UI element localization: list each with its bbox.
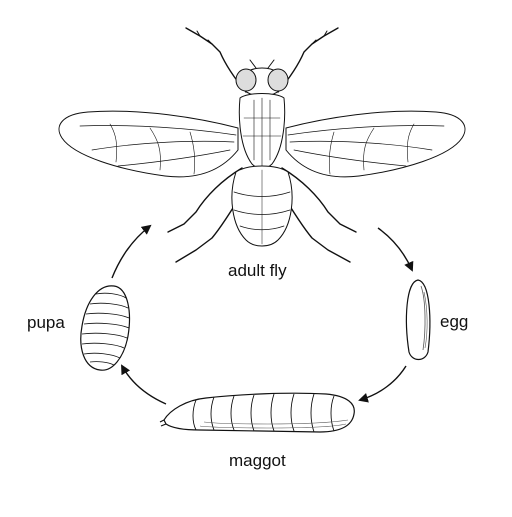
adult-fly-label: adult fly [228, 261, 287, 280]
pupa-segments [81, 292, 130, 366]
fly-thorax [238, 93, 286, 169]
right-wing [285, 110, 466, 178]
maggot-label: maggot [229, 451, 286, 470]
middle-legs [167, 167, 357, 233]
arrow-egg-to-maggot [358, 365, 407, 403]
adult-fly-illustration [58, 27, 466, 263]
arrow-maggot-to-pupa [121, 364, 167, 405]
pupa-illustration [80, 285, 131, 371]
maggot-illustration [159, 392, 355, 433]
arrow-adult-to-egg [377, 227, 414, 272]
fly-head [235, 59, 289, 97]
left-wing [58, 110, 239, 178]
egg-illustration [405, 279, 431, 361]
egg-label: egg [440, 312, 469, 331]
maggot-segments [192, 393, 335, 433]
pupa-label: pupa [27, 313, 65, 332]
fly-abdomen [231, 165, 293, 247]
cycle-arrows [111, 224, 414, 405]
arrow-pupa-to-adult [111, 224, 152, 279]
